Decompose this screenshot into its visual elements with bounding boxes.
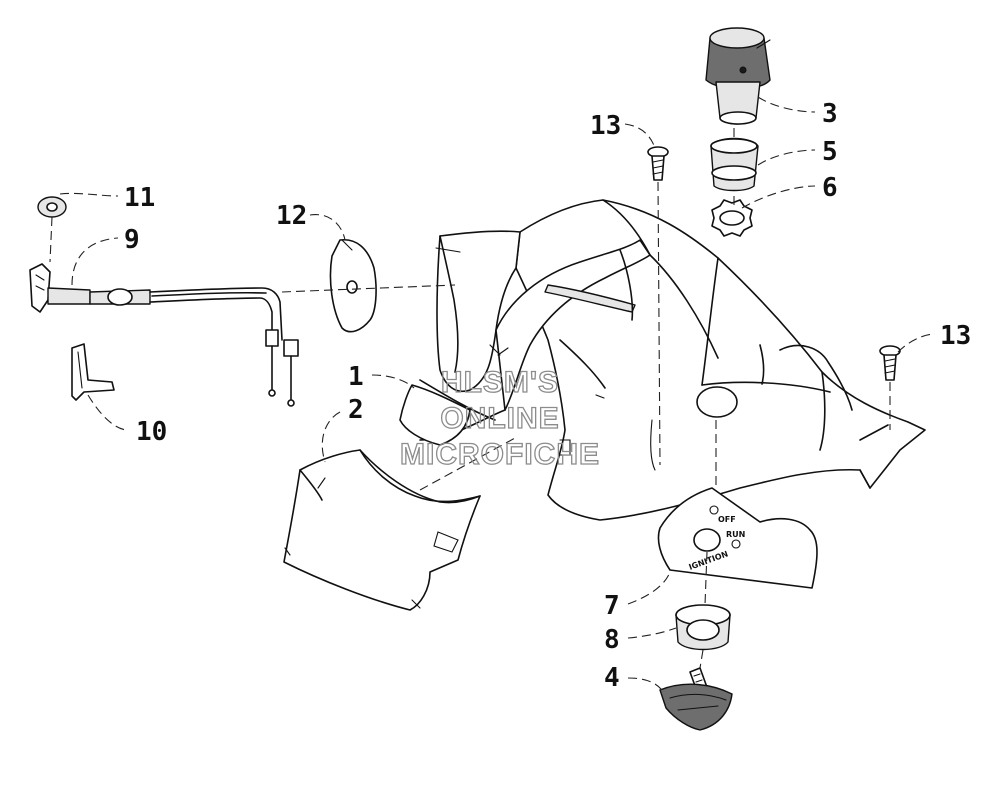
callout-9: 9 <box>124 225 140 255</box>
ignition-key <box>659 667 733 731</box>
watermark-line-1: HLSM'S <box>441 366 559 399</box>
callout-13-top: 13 <box>590 111 621 141</box>
callout-5: 5 <box>822 137 838 167</box>
switch-bezel-nut <box>675 604 731 651</box>
leader-lines <box>59 96 936 691</box>
switch-sleeve <box>710 137 759 192</box>
plate-label-off: OFF <box>718 515 736 524</box>
callout-4: 4 <box>604 663 620 693</box>
callout-3: 3 <box>822 99 838 129</box>
lower-cover <box>283 449 481 611</box>
star-lock-washer <box>711 199 753 237</box>
watermark-line-3: MICROFICHE <box>400 438 600 471</box>
watermark-line-2: ONLINE <box>440 402 559 435</box>
console-housing <box>515 199 926 521</box>
callout-7: 7 <box>604 591 620 621</box>
callout-6: 6 <box>822 173 838 203</box>
alignment-lines <box>49 128 891 669</box>
callout-numbers: 1 2 3 4 5 6 7 8 9 10 11 12 13 13 <box>124 99 971 693</box>
throttle-cable-assembly <box>29 263 299 407</box>
callout-1: 1 <box>348 362 364 392</box>
watermark: HLSM'S ONLINE MICROFICHE <box>399 365 600 471</box>
callout-8: 8 <box>604 625 620 655</box>
screw-top <box>647 146 669 181</box>
cable-grommet <box>37 196 67 218</box>
callout-12: 12 <box>276 201 307 231</box>
cable-gasket <box>329 239 377 333</box>
callout-13-right: 13 <box>940 321 971 351</box>
callout-10: 10 <box>136 417 167 447</box>
plate-label-run: RUN <box>726 530 745 539</box>
callout-2: 2 <box>348 395 364 425</box>
callout-11: 11 <box>124 183 155 213</box>
console-cowl-arch <box>399 230 651 446</box>
ignition-switch-body <box>705 27 771 125</box>
ignition-switch-plate: OFF RUN IGNITION <box>657 487 818 589</box>
screw-right <box>879 345 901 381</box>
throttle-lever <box>71 343 115 401</box>
